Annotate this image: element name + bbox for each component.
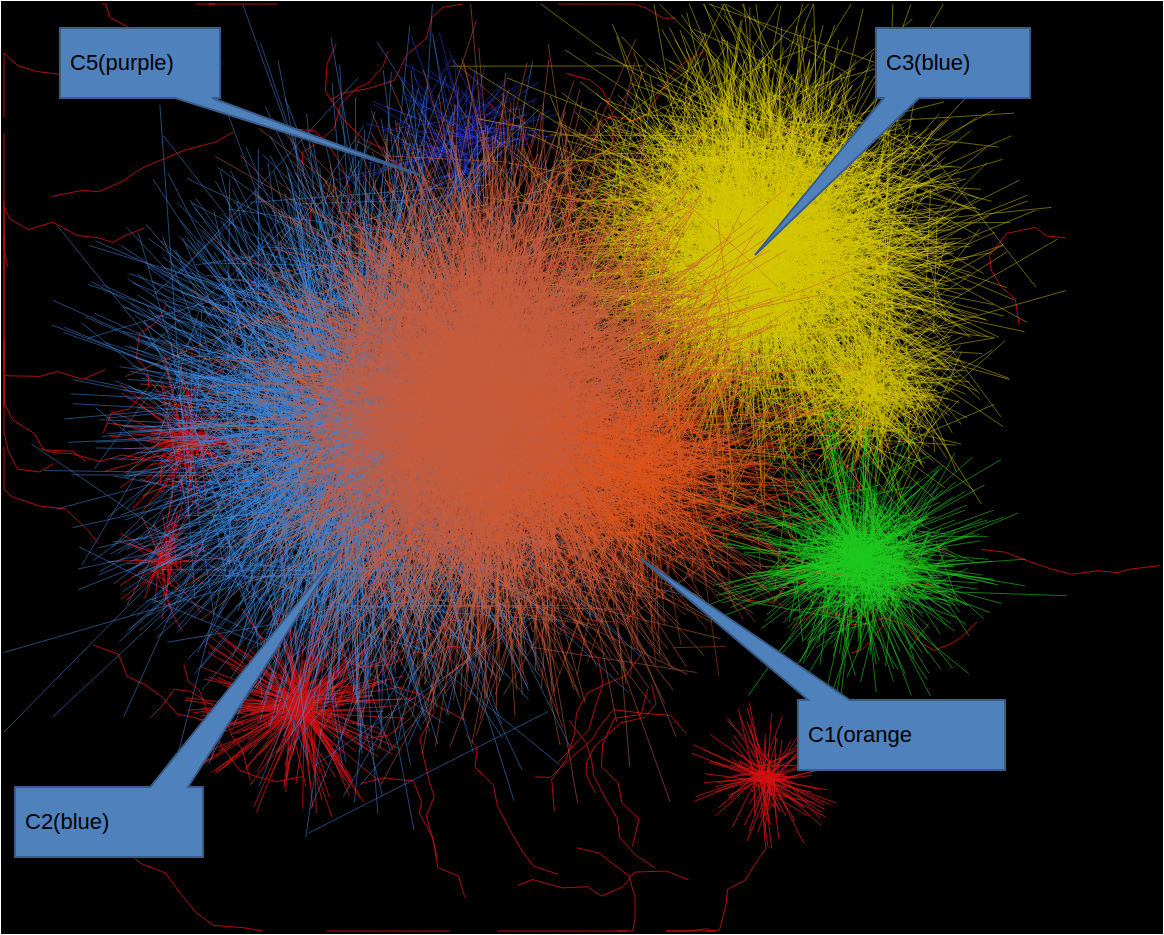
callout-label: C1(orange [798,722,1005,748]
callout-box: C3(blue) [876,28,1030,98]
callout-label: C3(blue) [876,50,1030,76]
callout-label: C2(blue) [15,809,203,835]
callout-box: C2(blue) [15,787,203,857]
callout-label: C5(purple) [60,50,220,76]
callout-box: C1(orange [798,700,1005,770]
callout-outline [755,28,1030,255]
callout-box: C5(purple) [60,28,220,98]
orange-core-edges [248,104,699,639]
red-edges [4,4,1160,931]
callout-outline [60,28,420,175]
callout-outline [15,550,340,857]
callout-outline [640,558,1005,770]
